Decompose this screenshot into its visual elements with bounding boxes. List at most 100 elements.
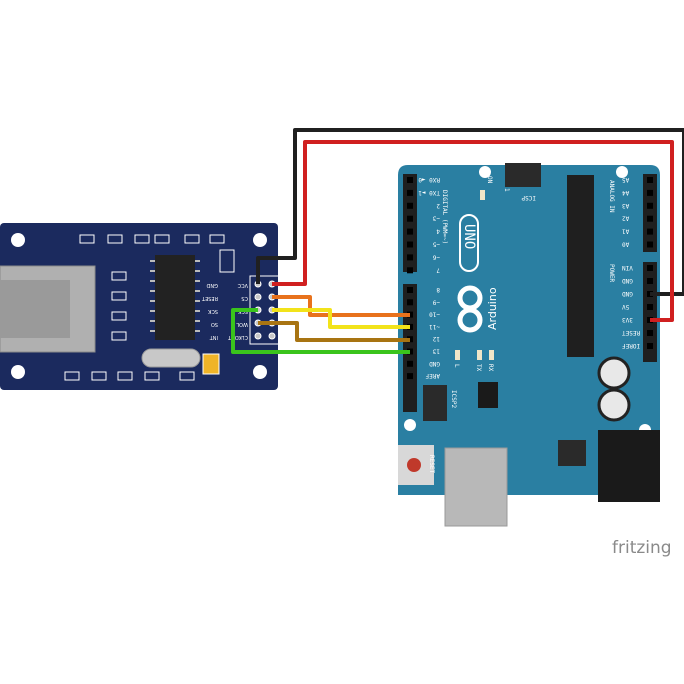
header-pin[interactable] — [407, 215, 413, 222]
wire-green-sck[interactable] — [231, 308, 410, 354]
tx-led — [477, 350, 482, 360]
usb-port — [444, 447, 508, 527]
wire-orange-cs[interactable] — [272, 295, 410, 317]
pin-label: GND — [206, 282, 218, 288]
power-label: POWER — [608, 264, 615, 282]
wire-yellow-si[interactable] — [272, 308, 410, 329]
pin-label: VIN — [622, 264, 633, 271]
rx-led — [489, 350, 494, 360]
model-label: UNO — [461, 224, 477, 249]
pin-label: AREF — [425, 372, 440, 379]
header-pin[interactable] — [407, 202, 413, 209]
header-pin[interactable] — [647, 278, 653, 284]
capacitor — [202, 353, 220, 375]
icsp-pin1-label: 1 — [503, 188, 510, 192]
header-pin[interactable] — [647, 189, 653, 196]
icsp2-header — [423, 385, 447, 421]
reset-button-cap[interactable] — [407, 458, 421, 472]
pin-label: 12 — [432, 335, 440, 342]
pin-label: 5V — [622, 303, 630, 310]
header-pin[interactable] — [407, 177, 413, 183]
wire-red-3v3[interactable] — [272, 140, 674, 322]
voltage-regulator — [558, 440, 586, 466]
led-label: TX — [475, 364, 482, 372]
capacitor — [597, 388, 631, 422]
pin-label: WOL — [236, 321, 248, 327]
wire-black-gnd[interactable] — [256, 128, 684, 296]
pin-label: A3 — [622, 202, 630, 209]
pin-label: A5 — [622, 176, 630, 183]
usb-chip — [478, 382, 498, 408]
header-pin[interactable] — [407, 373, 413, 380]
arduino-pcb — [398, 165, 660, 495]
header-pin[interactable] — [407, 360, 413, 367]
pin-label: A0 — [622, 241, 630, 248]
led-label: RX — [487, 364, 494, 372]
analog-label: ANALOG IN — [608, 180, 615, 213]
mount-hole — [253, 233, 267, 247]
chip-legs — [150, 260, 200, 332]
header-pin[interactable] — [407, 287, 413, 293]
arduino-logo — [457, 214, 483, 333]
arduino-uno: UNO Arduino DIGITAL (PWM=~) ANALOG IN PO… — [398, 163, 660, 527]
header-pin[interactable] — [647, 304, 653, 310]
l-led — [455, 350, 460, 360]
pin-label: A1 — [622, 228, 630, 235]
pin-label: GND — [622, 277, 633, 284]
header-pin[interactable] — [407, 241, 413, 248]
header-pin[interactable] — [647, 177, 653, 183]
header-pin[interactable] — [407, 299, 413, 306]
pin-label: 13 — [432, 348, 440, 355]
ethernet-module: VCC CS SCK WOL CLKOUT GND RESET SCK SO I… — [0, 223, 281, 390]
header-pin[interactable] — [647, 343, 653, 349]
pin-label: TX0 ►1 — [418, 189, 440, 196]
pin-label: CS — [241, 295, 248, 301]
power-jack — [598, 430, 660, 502]
pin-label: RESET — [201, 295, 218, 301]
power-header — [643, 262, 657, 362]
header-pin[interactable] — [647, 330, 653, 336]
icsp2-label: ICSP2 — [450, 390, 457, 408]
digital-label: DIGITAL (PWM=~) — [441, 190, 448, 244]
mount-hole — [253, 365, 267, 379]
pin-label: 2 — [436, 202, 440, 209]
pin-label: CLKOUT — [227, 334, 248, 340]
on-label: ON — [486, 176, 493, 184]
analog-header — [643, 174, 657, 252]
pin-label: GND — [622, 290, 633, 297]
header-pin[interactable] — [647, 265, 653, 271]
header-pin[interactable] — [407, 189, 413, 196]
header-pin[interactable] — [647, 202, 653, 209]
pin-label: 8 — [436, 286, 440, 293]
header-pin[interactable] — [647, 241, 653, 248]
header-pin[interactable] — [407, 228, 413, 235]
pin-label: ~11 — [429, 323, 440, 330]
header-pin[interactable] — [407, 254, 413, 261]
wire-brown-so[interactable] — [258, 321, 410, 342]
icsp-label: ICSP — [521, 194, 536, 201]
mount-hole — [11, 233, 25, 247]
mount-hole — [11, 365, 25, 379]
pin-label: A4 — [622, 189, 630, 196]
smd-components — [64, 234, 235, 381]
reset-label: RESET — [428, 455, 435, 473]
header-pin[interactable] — [407, 267, 413, 274]
led-label: L — [453, 364, 460, 368]
pin-label: SO — [211, 321, 218, 327]
header-pin[interactable] — [647, 228, 653, 235]
brand-label: Arduino — [486, 287, 499, 330]
atmega-chip — [567, 175, 594, 357]
pin-label: SCK — [207, 308, 218, 314]
fritzing-watermark: fritzing — [612, 538, 672, 558]
rj45-opening — [0, 280, 70, 338]
pin-label: ~5 — [432, 241, 440, 248]
header-pin[interactable] — [647, 215, 653, 222]
pin-label: INT — [209, 334, 218, 340]
capacitor — [597, 356, 631, 390]
icsp-header — [505, 163, 541, 187]
